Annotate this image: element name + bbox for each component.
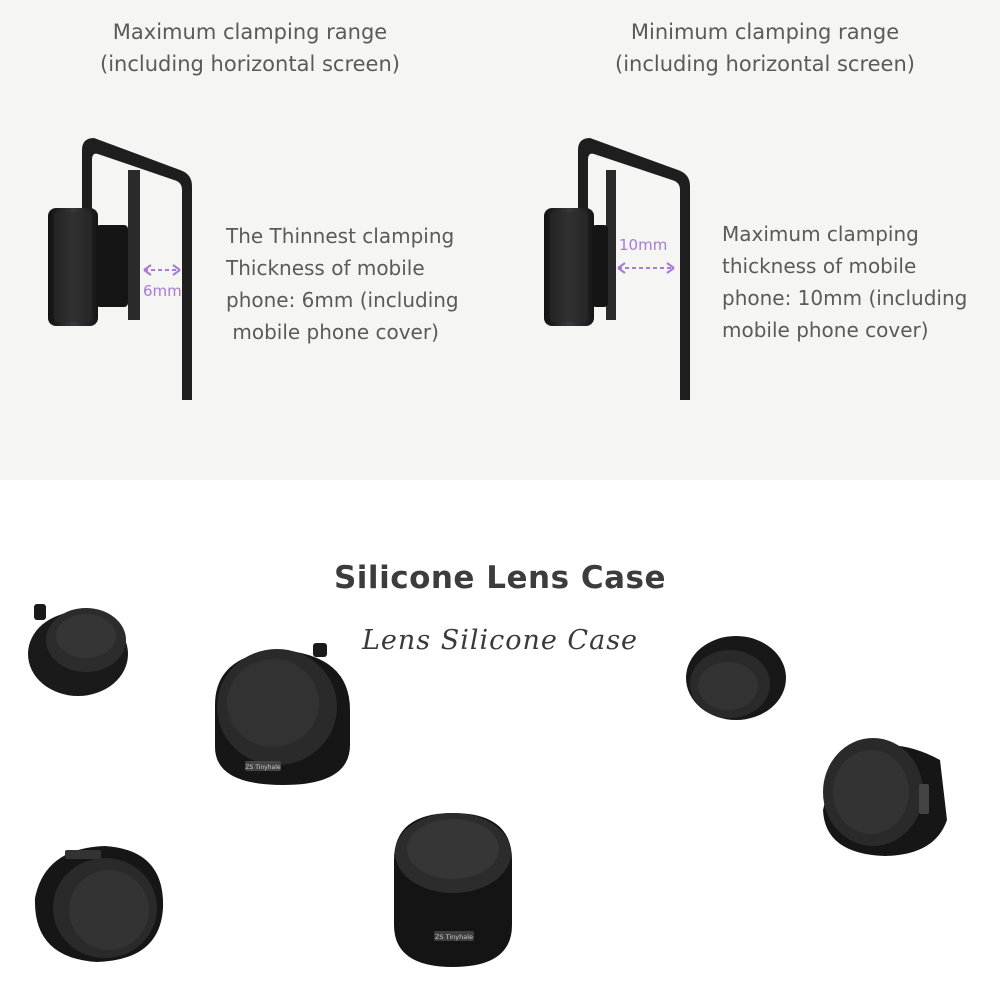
desc-line: phone: 10mm (including [722, 286, 968, 310]
desc-line: Thickness of mobile [226, 256, 425, 280]
desc-line: mobile phone cover) [722, 318, 929, 342]
thick-measure-label: 10mm [619, 236, 668, 254]
clip-lens-thick-illustration [544, 138, 690, 400]
case-brand-text: ZS Tinyhale [245, 764, 280, 771]
min-range-title: Minimum clamping range [630, 20, 900, 44]
case-brand-text: ZS Tinyhale [435, 933, 473, 941]
lens-case-image: ZS Tinyhale [394, 813, 512, 967]
script-subtitle: Lens Silicone Case [361, 625, 639, 656]
lens-case-image [823, 738, 947, 856]
thin-measure-label: 6mm [143, 282, 182, 300]
max-clamping-range-caption: Maximum clamping range (including horizo… [100, 16, 400, 80]
min-range-subtitle: (including horizontal screen) [615, 52, 915, 76]
lens-case-image [686, 636, 786, 720]
min-clamping-range-caption: Minimum clamping range (including horizo… [610, 16, 920, 80]
max-clamping-description: Maximum clamping thickness of mobile pho… [722, 218, 967, 346]
desc-line: phone: 6mm (including [226, 288, 459, 312]
clip-lens-thin-illustration [48, 138, 192, 400]
desc-line: The Thinnest clamping [226, 224, 455, 248]
thinnest-clamping-description: The Thinnest clamping Thickness of mobil… [226, 220, 459, 348]
clamping-range-panel [0, 0, 1000, 480]
desc-line: thickness of mobile [722, 254, 917, 278]
lens-case-image: ZS Tinyhale [215, 643, 350, 785]
desc-line: mobile phone cover) [226, 320, 439, 344]
lens-case-image [28, 604, 128, 696]
section-title: Silicone Lens Case [333, 560, 666, 596]
lens-case-image [34, 846, 164, 962]
max-range-title: Maximum clamping range [112, 20, 388, 44]
desc-line: Maximum clamping [722, 222, 919, 246]
max-range-subtitle: (including horizontal screen) [100, 52, 400, 76]
